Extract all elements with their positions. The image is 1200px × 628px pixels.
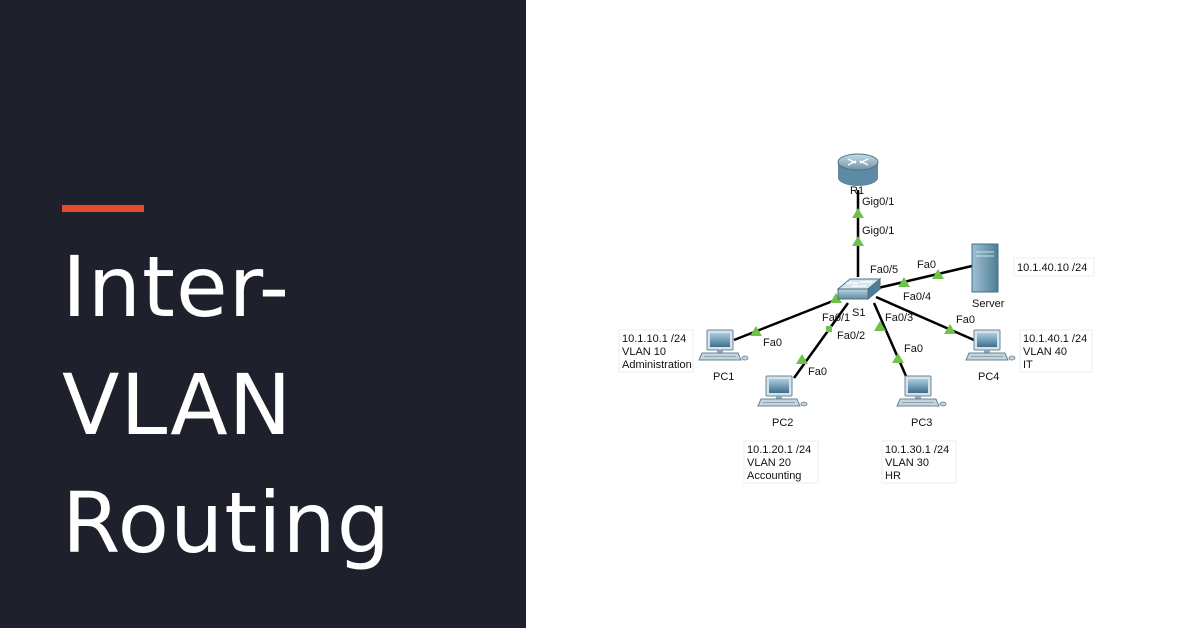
port-label-fa05: Fa0/5 <box>870 264 898 276</box>
port-label-fa02: Fa0/2 <box>837 330 865 342</box>
port-label-pc1-fa0: Fa0 <box>763 337 782 349</box>
port-label-fa03: Fa0/3 <box>885 312 913 324</box>
port-light-fa02 <box>826 326 832 332</box>
note-pc1-line-1: 10.1.10.1 /24 <box>622 333 686 345</box>
note-pc4-line-2: VLAN 40 <box>1023 346 1067 358</box>
pc4-label: PC4 <box>978 371 999 383</box>
note-pc2-line-1: 10.1.20.1 /24 <box>747 444 811 456</box>
pc2-icon[interactable] <box>757 375 808 407</box>
router-label: R1 <box>850 185 864 197</box>
port-light-fa03 <box>874 321 886 331</box>
pc3-icon[interactable] <box>896 375 947 407</box>
port-lights <box>750 208 956 364</box>
title-line-3: Routing <box>62 474 392 572</box>
pc3-label: PC3 <box>911 417 932 429</box>
link-switch-pc3 <box>872 302 908 377</box>
network-topology-diagram: R1 S1 Server PC1 PC2 PC3 PC4 Gig0/1 Gig0… <box>618 153 1095 484</box>
note-pc3-line-3: HR <box>885 470 901 482</box>
port-label-switch-gig: Gig0/1 <box>862 225 894 237</box>
link-switch-pc2 <box>792 302 850 379</box>
port-label-pc3-fa0: Fa0 <box>904 343 923 355</box>
port-label-pc4-fa0: Fa0 <box>956 314 975 326</box>
note-pc1-line-2: VLAN 10 <box>622 346 666 358</box>
port-light-switch-gig <box>852 236 864 246</box>
switch-label: S1 <box>852 307 865 319</box>
note-pc3: 10.1.30.1 /24 VLAN 30 HR <box>881 440 957 484</box>
pc4-icon[interactable] <box>965 329 1016 361</box>
title-panel: Inter- VLAN Routing <box>0 0 526 628</box>
server-label: Server <box>972 298 1005 310</box>
note-server: 10.1.40.10 /24 <box>1013 257 1095 277</box>
topology-panel: R1 S1 Server PC1 PC2 PC3 PC4 Gig0/1 Gig0… <box>526 0 1200 628</box>
link-switch-server <box>877 264 973 290</box>
port-light-pc4 <box>944 324 956 334</box>
port-label-router-gig: Gig0/1 <box>862 196 894 208</box>
note-pc1: 10.1.10.1 /24 VLAN 10 Administration <box>618 329 694 373</box>
switch-icon[interactable] <box>836 277 882 301</box>
title-line-2: VLAN <box>62 356 293 454</box>
pc2-label: PC2 <box>772 417 793 429</box>
note-pc4-line-3: IT <box>1023 359 1033 371</box>
port-label-fa01: Fa0/1 <box>822 312 850 324</box>
router-icon[interactable] <box>837 153 879 186</box>
port-label-pc2-fa0: Fa0 <box>808 366 827 378</box>
note-pc4-line-1: 10.1.40.1 /24 <box>1023 333 1087 345</box>
note-pc4: 10.1.40.1 /24 VLAN 40 IT <box>1019 329 1093 373</box>
note-pc1-line-3: Administration <box>622 359 692 371</box>
note-pc2: 10.1.20.1 /24 VLAN 20 Accounting <box>743 440 819 484</box>
port-light-router-gig <box>852 208 864 218</box>
note-server-line-1: 10.1.40.10 /24 <box>1017 262 1087 274</box>
note-pc3-line-2: VLAN 30 <box>885 457 929 469</box>
port-light-fa05 <box>898 277 910 287</box>
pc1-label: PC1 <box>713 371 734 383</box>
note-pc2-line-3: Accounting <box>747 470 801 482</box>
port-light-pc3 <box>892 353 904 363</box>
pc1-icon[interactable] <box>698 329 749 361</box>
port-label-server-fa0: Fa0 <box>917 259 936 271</box>
link-switch-pc4 <box>875 295 975 342</box>
port-light-pc1 <box>750 326 762 336</box>
server-icon[interactable] <box>971 243 999 293</box>
port-light-pc2 <box>796 354 808 364</box>
title-line-1: Inter- <box>62 238 291 336</box>
accent-bar <box>62 205 144 212</box>
note-pc2-line-2: VLAN 20 <box>747 457 791 469</box>
port-label-fa04: Fa0/4 <box>903 291 931 303</box>
port-light-server <box>932 269 944 279</box>
note-pc3-line-1: 10.1.30.1 /24 <box>885 444 949 456</box>
port-light-fa01 <box>830 293 842 303</box>
